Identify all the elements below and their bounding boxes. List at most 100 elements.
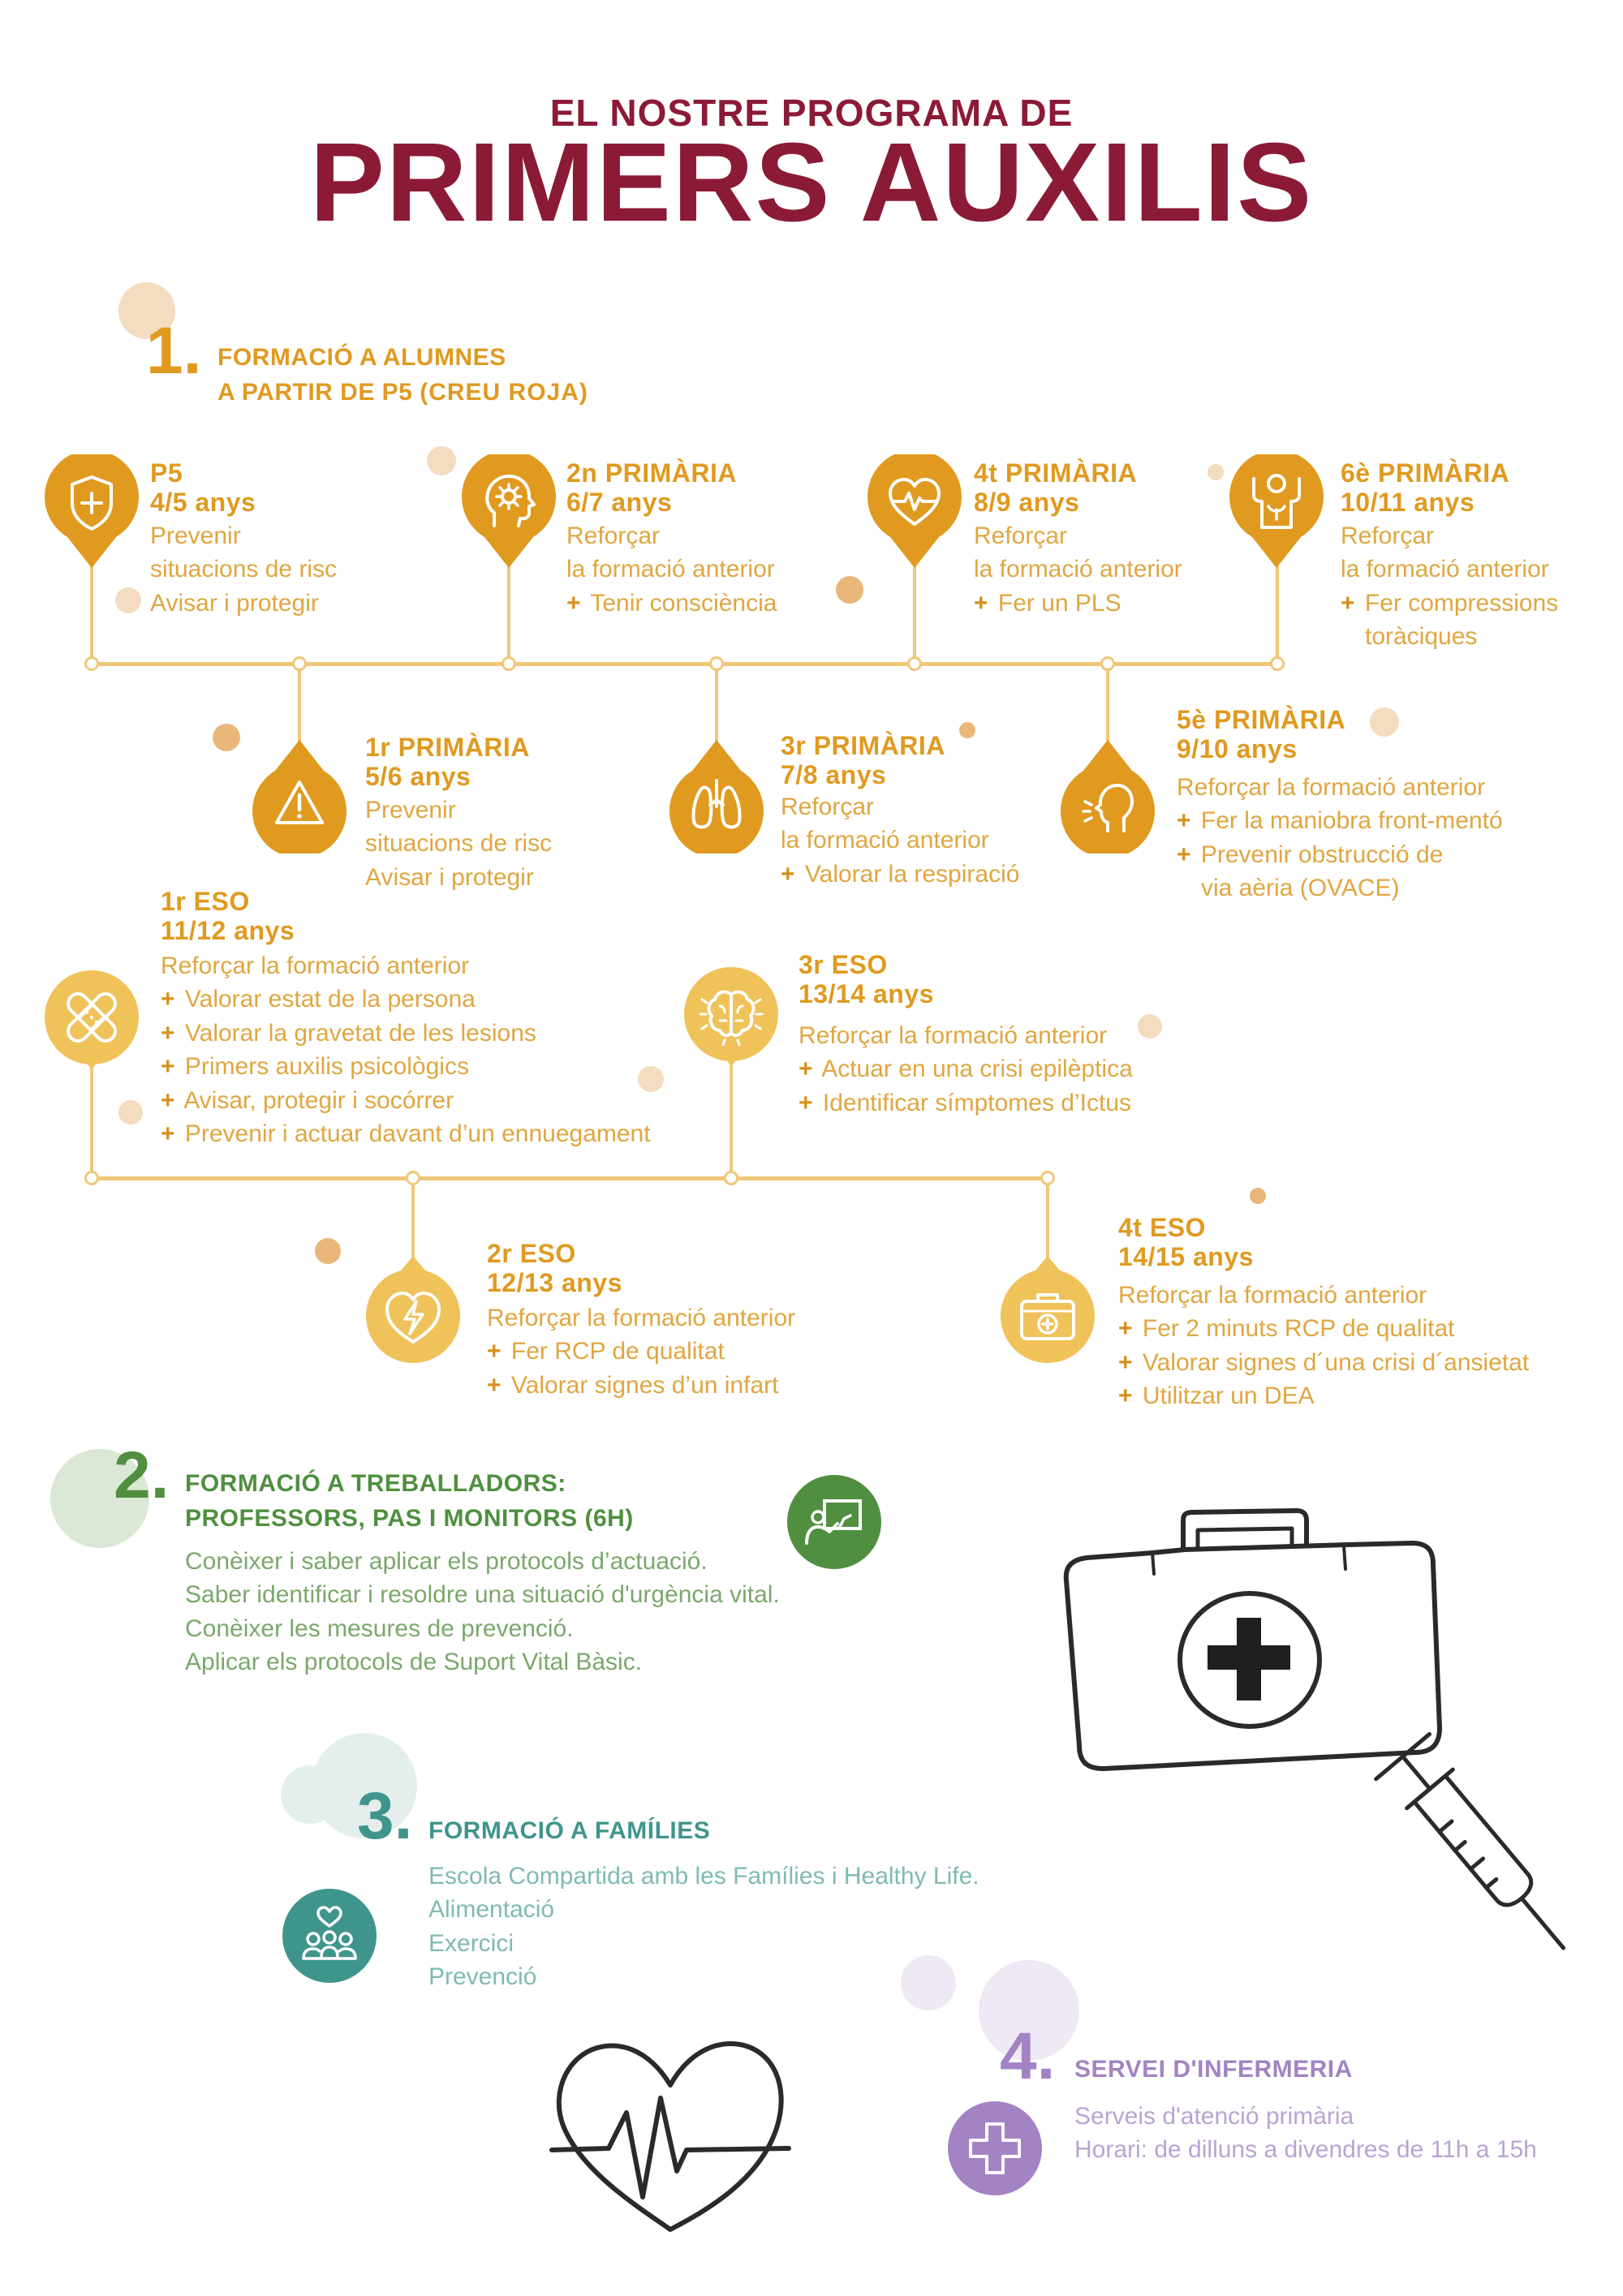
timeline-node bbox=[84, 1171, 99, 1185]
level-lines: Reforçar la formació anterior + Fer compre… bbox=[1341, 519, 1558, 654]
level-name: 1r PRIMÀRIA bbox=[365, 733, 530, 762]
level-line: Reforçar bbox=[974, 522, 1068, 549]
level-age: 9/10 anys bbox=[1177, 733, 1298, 763]
plus-icon: + bbox=[1341, 589, 1355, 617]
section1-title-line2: A PARTIR DE P5 (CREU ROJA) bbox=[217, 376, 588, 411]
shield-plus-icon bbox=[45, 454, 139, 568]
connector bbox=[90, 542, 93, 664]
timeline-node bbox=[724, 1171, 738, 1185]
plus-icon: + bbox=[1118, 1348, 1133, 1376]
level-line: + Valorar signes d´una crisi d´ansietat bbox=[1118, 1348, 1530, 1376]
section4-title: SERVEI D'INFERMERIA bbox=[1074, 2056, 1353, 2083]
plus-icon: + bbox=[566, 589, 581, 617]
timeline-node bbox=[406, 1171, 420, 1185]
plus-icon: + bbox=[487, 1371, 502, 1399]
plus-icon: + bbox=[161, 1120, 175, 1147]
level-line: Avisar i protegir bbox=[150, 589, 319, 617]
level-age: 11/12 anys bbox=[161, 915, 295, 945]
section3-line: Exercici bbox=[428, 1929, 514, 1957]
level-pin-3r-primaria bbox=[669, 740, 764, 853]
heart-ecg-icon bbox=[549, 2041, 791, 2232]
timeline-node bbox=[1270, 656, 1285, 671]
decor-bubble bbox=[1138, 1014, 1162, 1038]
level-age: 8/9 anys bbox=[974, 487, 1080, 517]
connector bbox=[913, 545, 916, 664]
connector bbox=[507, 545, 510, 664]
decor-bubble bbox=[979, 1960, 1079, 2061]
level-line: + Tenir consciència bbox=[566, 589, 777, 617]
decor-bubble bbox=[115, 587, 141, 613]
level-line: + Prevenir i actuar davant d’un ennuegam… bbox=[161, 1120, 651, 1147]
first-aid-case-illustration bbox=[1055, 1485, 1444, 1793]
level-line: + Fer un PLS bbox=[974, 589, 1121, 617]
connector bbox=[1046, 1178, 1049, 1269]
syringe-icon bbox=[1374, 1731, 1566, 1950]
level-lines: Reforçar la formació anterior + Fer 2 min… bbox=[1118, 1279, 1529, 1413]
decor-bubble bbox=[213, 724, 240, 751]
plus-icon: + bbox=[161, 1086, 175, 1114]
level-age: 7/8 anys bbox=[781, 759, 887, 789]
heart-bolt-icon bbox=[366, 1269, 460, 1363]
section1-title: FORMACIÓ A ALUMNES A PARTIR DE P5 (CREU … bbox=[217, 341, 588, 411]
level-icon-1r-eso-tail bbox=[80, 1055, 104, 1071]
level-icon-2n-eso-tail bbox=[401, 1254, 425, 1271]
level-lines: Reforçar la formació anterior+ Fer la ma… bbox=[1177, 771, 1503, 905]
decor-bubble bbox=[901, 1955, 956, 2010]
level-line: situacions de risc bbox=[365, 830, 553, 858]
timeline-node bbox=[292, 656, 307, 671]
connector bbox=[715, 664, 718, 764]
level-line: Reforçar la formació anterior bbox=[1118, 1282, 1427, 1309]
level-age: 13/14 anys bbox=[799, 978, 934, 1008]
connector bbox=[1106, 664, 1109, 764]
level-line: + Fer 2 minuts RCP de qualitat bbox=[1118, 1315, 1455, 1343]
timeline-node bbox=[1100, 656, 1115, 671]
decor-bubble bbox=[50, 1449, 149, 1548]
level-lines: Reforçar la formació anterior + Fer un PLS bbox=[974, 519, 1182, 620]
plus-icon: + bbox=[799, 1089, 813, 1116]
level-line: Reforçar bbox=[1341, 522, 1435, 549]
level-line: + Prevenir obstrucció de bbox=[1177, 841, 1444, 868]
section3-number: 3. bbox=[357, 1779, 413, 1853]
section1-title-line2-prefix: A PARTIR DE P5 bbox=[217, 378, 420, 406]
level-line: + Fer la maniobra front-mentó bbox=[1177, 807, 1503, 835]
plus-icon: + bbox=[161, 1053, 175, 1081]
connector bbox=[90, 1061, 93, 1178]
decor-bubble bbox=[836, 576, 863, 604]
level-age: 10/11 anys bbox=[1341, 487, 1475, 517]
timeline-node bbox=[709, 656, 724, 671]
level-line: + Fer compressions bbox=[1341, 589, 1559, 617]
person-chest-icon bbox=[1229, 454, 1324, 568]
level-line: + Avisar, protegir i socórrer bbox=[161, 1086, 454, 1114]
level-line: Reforçar la formació anterior bbox=[799, 1022, 1108, 1049]
choking-head-icon bbox=[1061, 740, 1155, 853]
level-line: la formació anterior bbox=[1341, 556, 1549, 583]
level-line: + Actuar en una crisi epilèptica bbox=[799, 1056, 1133, 1083]
header-title: PRIMERS AUXILIS bbox=[309, 120, 1314, 245]
decor-bubble bbox=[1250, 1188, 1266, 1204]
medical-cross-icon bbox=[948, 2101, 1042, 2195]
plus-icon: + bbox=[1177, 841, 1191, 868]
section4-icon bbox=[948, 2101, 1042, 2195]
level-age: 14/15 anys bbox=[1118, 1241, 1254, 1271]
level-line: + Fer RCP de qualitat bbox=[487, 1338, 725, 1365]
connector bbox=[730, 1058, 733, 1178]
level-line: + Utilitzar un DEA bbox=[1118, 1382, 1315, 1410]
section3-line: Alimentació bbox=[428, 1896, 555, 1924]
level-line: la formació anterior bbox=[974, 556, 1182, 583]
section3-line: Escola Compartida amb les Famílies i Hea… bbox=[428, 1863, 979, 1890]
section1-number: 1. bbox=[146, 314, 202, 388]
section4-lines: Serveis d'atenció primària Horari: de di… bbox=[1074, 2100, 1537, 2167]
heart-ecg-illustration bbox=[549, 2028, 792, 2239]
level-name: P5 bbox=[150, 458, 183, 488]
level-line: Reforçar bbox=[566, 522, 661, 549]
level-line: + Valorar signes d’un infart bbox=[487, 1371, 779, 1399]
decor-bubble bbox=[118, 1100, 143, 1124]
bandage-icon bbox=[45, 970, 139, 1064]
timeline-eso bbox=[89, 1176, 1047, 1180]
level-icon-2n-eso bbox=[366, 1269, 460, 1363]
